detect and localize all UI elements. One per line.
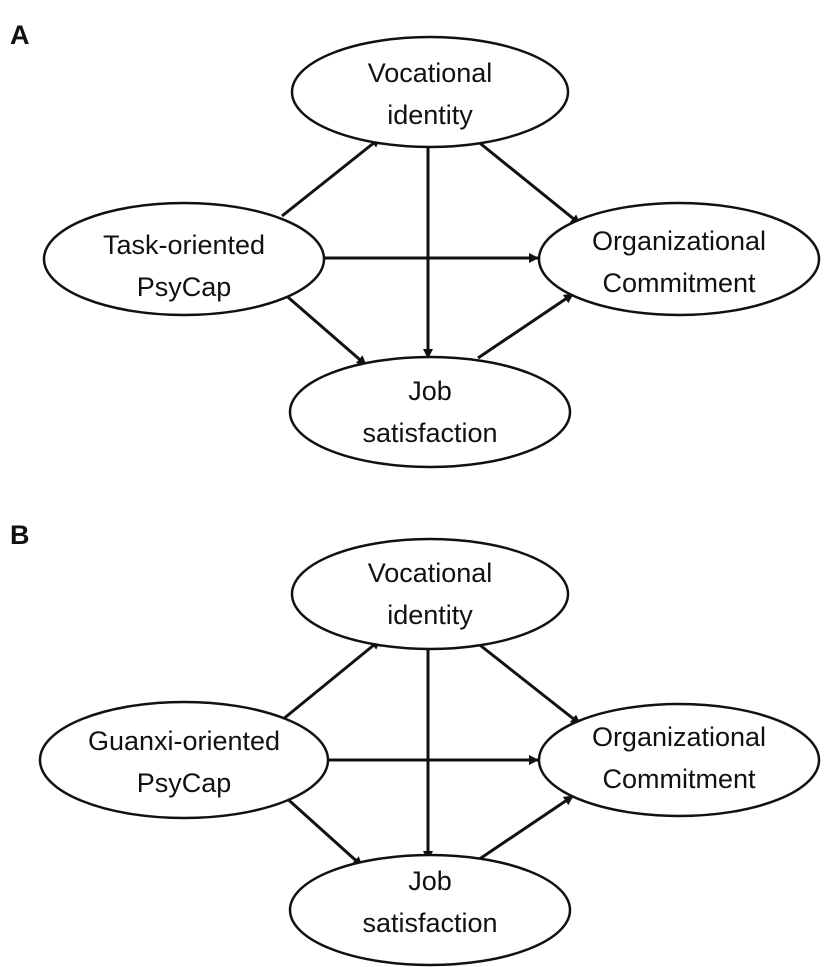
svg-text:satisfaction: satisfaction — [362, 418, 497, 448]
svg-text:Task-oriented: Task-oriented — [103, 230, 265, 260]
edge-vocational-to-commitment — [475, 138, 581, 226]
edges — [280, 638, 581, 868]
svg-text:satisfaction: satisfaction — [362, 908, 497, 938]
edge-satisfaction-to-commitment — [477, 794, 574, 862]
panel-label: A — [10, 20, 30, 50]
svg-text:identity: identity — [387, 100, 473, 130]
node-vocational-identity: Vocational identity — [290, 35, 570, 149]
edge-psycap-to-satisfaction — [280, 792, 364, 868]
node-job-satisfaction: Job satisfaction — [288, 853, 572, 967]
svg-text:Commitment: Commitment — [602, 268, 756, 298]
node-organizational-commitment: Organizational Commitment — [537, 201, 821, 317]
edge-psycap-to-vocational — [281, 136, 381, 218]
node-organizational-commitment: Organizational Commitment — [537, 702, 821, 818]
panel-b: B Vocational identity Guanxi-oriented Ps… — [10, 520, 821, 967]
edge-psycap-to-satisfaction — [281, 290, 367, 367]
svg-text:Commitment: Commitment — [602, 764, 756, 794]
node-psycap: Task-oriented PsyCap — [42, 201, 326, 317]
svg-text:PsyCap: PsyCap — [137, 768, 232, 798]
svg-text:identity: identity — [387, 600, 473, 630]
node-job-satisfaction: Job satisfaction — [288, 355, 572, 469]
svg-text:Organizational: Organizational — [592, 722, 766, 752]
edge-vocational-to-commitment — [475, 640, 581, 726]
panel-a: A Vocational identity Task-oriented PsyC… — [10, 20, 821, 469]
edge-satisfaction-to-commitment — [477, 292, 574, 360]
edges — [281, 136, 581, 367]
svg-text:Vocational: Vocational — [368, 558, 493, 588]
svg-text:Guanxi-oriented: Guanxi-oriented — [88, 726, 280, 756]
svg-text:Organizational: Organizational — [592, 226, 766, 256]
svg-text:Vocational: Vocational — [368, 58, 493, 88]
node-vocational-identity: Vocational identity — [290, 537, 570, 651]
svg-text:Job: Job — [408, 866, 452, 896]
node-psycap: Guanxi-oriented PsyCap — [38, 700, 330, 820]
svg-text:Job: Job — [408, 376, 452, 406]
edge-psycap-to-vocational — [281, 638, 381, 722]
svg-text:PsyCap: PsyCap — [137, 272, 232, 302]
panel-label: B — [10, 520, 30, 550]
